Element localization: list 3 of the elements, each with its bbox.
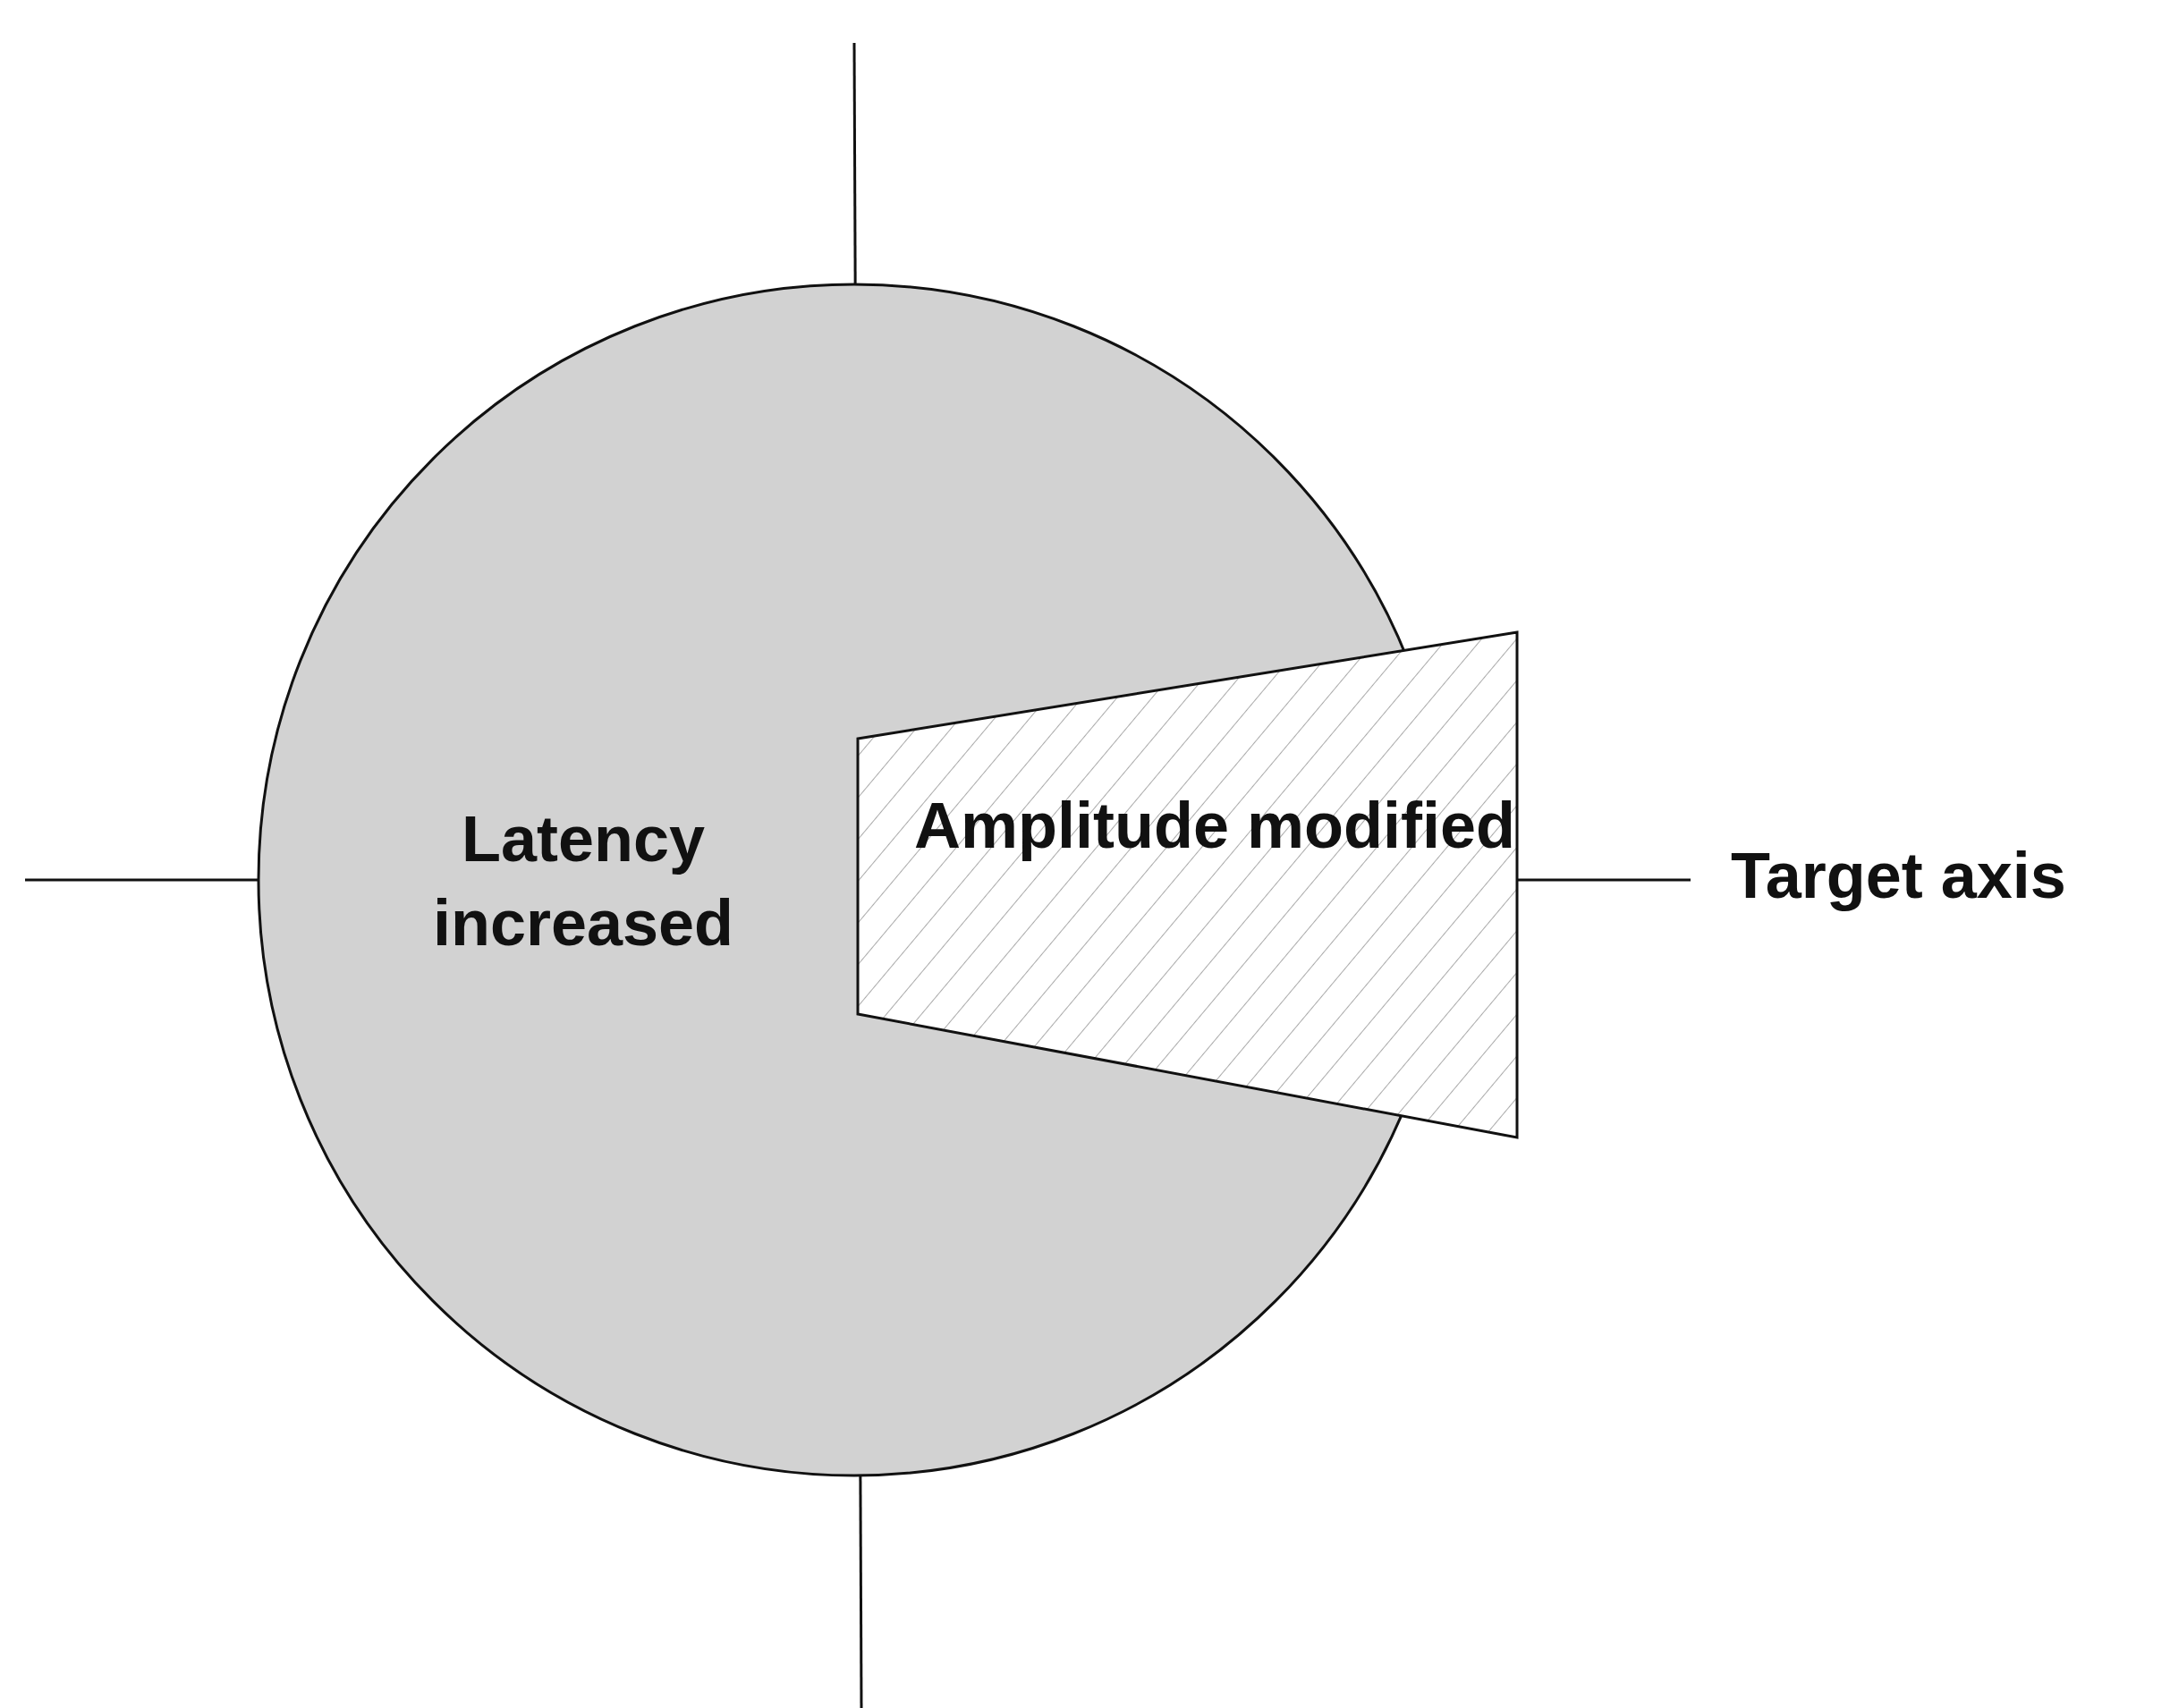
region-label: Latency increased [431,802,735,960]
region-label: Amplitude modified [913,789,1516,863]
axis-label: Target axis [1731,839,2066,912]
